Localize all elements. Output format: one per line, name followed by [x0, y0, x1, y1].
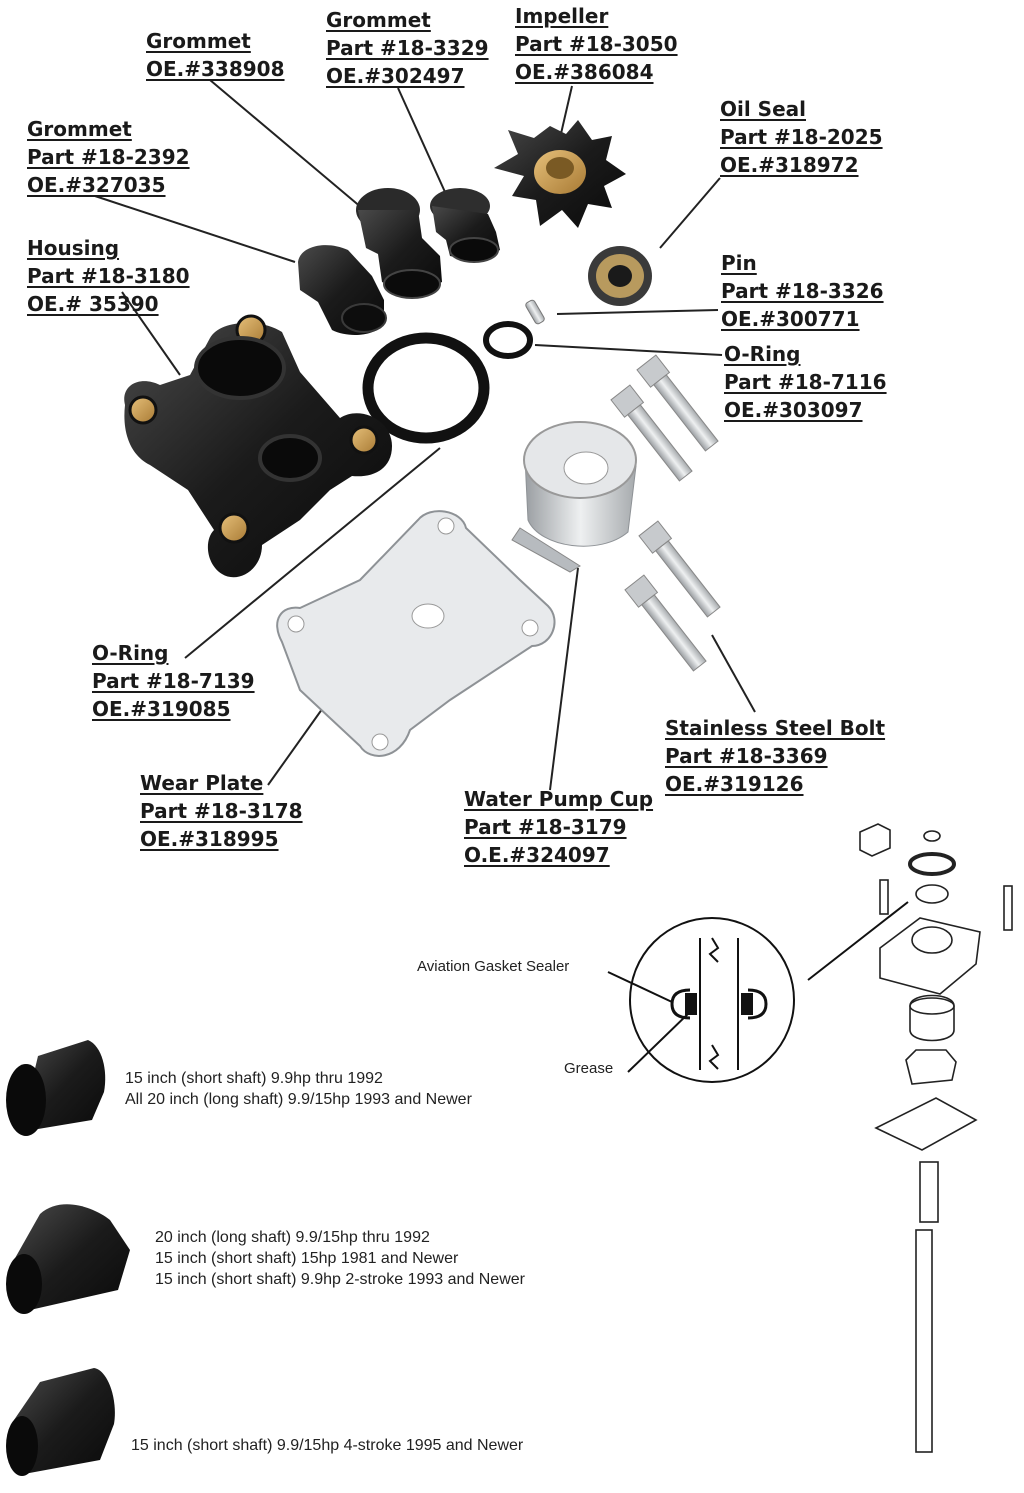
- leader-impeller: [559, 85, 573, 139]
- seal-detail-circle: [629, 917, 795, 1083]
- label-grommet-1-name: Grommet: [146, 29, 251, 53]
- label-housing-name: Housing: [27, 236, 120, 260]
- label-wear-plate-oe: OE.#318995: [140, 827, 279, 851]
- label-oil-seal: Oil Seal Part #18-2025 OE.#318972: [720, 95, 883, 179]
- leader-o-ring-large: [184, 447, 441, 659]
- o-ring-small-image: [483, 321, 533, 359]
- label-grommet-2-oe: OE.#302497: [326, 64, 465, 88]
- label-pin-part: Part #18-3326: [721, 279, 884, 303]
- label-wear-plate: Wear Plate Part #18-3178 OE.#318995: [140, 769, 303, 853]
- label-o-ring-small: O-Ring Part #18-7116 OE.#303097: [724, 340, 887, 424]
- grommet-photo-3: [6, 1368, 115, 1476]
- grommet-note-1-line-1: 15 inch (short shaft) 9.9hp thru 1992: [125, 1070, 383, 1087]
- label-o-ring-large-oe: OE.#319085: [92, 697, 231, 721]
- label-bolt-part: Part #18-3369: [665, 744, 828, 768]
- label-bolt-name: Stainless Steel Bolt: [665, 716, 886, 740]
- label-housing-part: Part #18-3180: [27, 264, 190, 288]
- grommet-note-1: 15 inch (short shaft) 9.9hp thru 1992 Al…: [125, 1068, 472, 1110]
- leader-oil-seal: [659, 177, 721, 249]
- o-ring-large-image: [362, 332, 490, 444]
- label-housing-oe: OE.# 35390: [27, 292, 159, 316]
- label-bolt-oe: OE.#319126: [665, 772, 804, 796]
- label-pin-oe: OE.#300771: [721, 307, 860, 331]
- seal-detail-drawing: [607, 901, 909, 1083]
- label-wear-plate-part: Part #18-3178: [140, 799, 303, 823]
- exploded-assembly-drawing: [859, 823, 1013, 1453]
- label-water-pump-cup-name: Water Pump Cup: [464, 787, 654, 811]
- label-grommet-2-part: Part #18-3329: [326, 36, 489, 60]
- bolts-image: [610, 354, 721, 672]
- label-stainless-steel-bolt: Stainless Steel Bolt Part #18-3369 OE.#3…: [665, 714, 885, 798]
- label-impeller: Impeller Part #18-3050 OE.#386084: [515, 2, 678, 86]
- grommet-note-2-line-2: 15 inch (short shaft) 15hp 1981 and Newe…: [155, 1250, 459, 1267]
- label-water-pump-cup: Water Pump Cup Part #18-3179 O.E.#324097: [464, 785, 653, 869]
- label-o-ring-large-part: Part #18-7139: [92, 669, 255, 693]
- leader-water-pump-cup: [549, 567, 579, 791]
- label-grommet-3: Grommet Part #18-2392 OE.#327035: [27, 115, 190, 199]
- leader-grommet-3: [94, 195, 296, 263]
- grommet-photo-1: [6, 1040, 106, 1136]
- oil-seal-image: [588, 246, 652, 306]
- water-pump-cup-image: [511, 421, 637, 573]
- grommet-photo-2: [6, 1204, 130, 1314]
- label-impeller-name: Impeller: [515, 4, 609, 28]
- leader-pin: [556, 309, 719, 315]
- impeller-image: [494, 120, 626, 228]
- grommet-center-image: [356, 188, 442, 299]
- label-oil-seal-part: Part #18-2025: [720, 125, 883, 149]
- label-grommet-3-oe: OE.#327035: [27, 173, 166, 197]
- label-o-ring-small-name: O-Ring: [724, 342, 801, 366]
- grommet-note-2-line-1: 20 inch (long shaft) 9.9/15hp thru 1992: [155, 1229, 430, 1246]
- label-grommet-2: Grommet Part #18-3329 OE.#302497: [326, 6, 489, 90]
- leader-wear-plate: [267, 704, 326, 786]
- label-housing: Housing Part #18-3180 OE.# 35390: [27, 234, 190, 318]
- label-impeller-part: Part #18-3050: [515, 32, 678, 56]
- grommet-note-3-line-1: 15 inch (short shaft) 9.9/15hp 4-stroke …: [131, 1437, 524, 1454]
- label-o-ring-small-part: Part #18-7116: [724, 370, 887, 394]
- grommet-note-2: 20 inch (long shaft) 9.9/15hp thru 1992 …: [155, 1227, 525, 1290]
- label-wear-plate-name: Wear Plate: [140, 771, 264, 795]
- pin-image: [525, 299, 545, 325]
- wear-plate-image: [276, 510, 556, 757]
- label-oil-seal-name: Oil Seal: [720, 97, 806, 121]
- grommet-right-image: [430, 188, 500, 263]
- housing-image: [124, 314, 393, 578]
- leader-grommet-1: [209, 79, 363, 209]
- label-o-ring-large: O-Ring Part #18-7139 OE.#319085: [92, 639, 255, 723]
- leader-lines: [94, 79, 756, 791]
- label-grommet-3-name: Grommet: [27, 117, 132, 141]
- aviation-gasket-sealer-label: Aviation Gasket Sealer: [417, 958, 570, 975]
- grommet-note-1-line-2: All 20 inch (long shaft) 9.9/15hp 1993 a…: [125, 1091, 472, 1108]
- leader-bolt: [711, 634, 756, 713]
- leader-grommet-2: [397, 87, 446, 193]
- label-grommet-1: Grommet OE.#338908: [146, 27, 285, 83]
- label-o-ring-large-name: O-Ring: [92, 641, 169, 665]
- label-impeller-oe: OE.#386084: [515, 60, 654, 84]
- label-pin-name: Pin: [721, 251, 757, 275]
- leader-o-ring-small: [534, 344, 723, 356]
- label-water-pump-cup-part: Part #18-3179: [464, 815, 627, 839]
- leader-housing: [121, 291, 181, 376]
- label-grommet-1-oe: OE.#338908: [146, 57, 285, 81]
- label-o-ring-small-oe: OE.#303097: [724, 398, 863, 422]
- label-grommet-3-part: Part #18-2392: [27, 145, 190, 169]
- grommet-angled-image: [298, 245, 387, 335]
- grease-label: Grease: [564, 1060, 614, 1077]
- label-water-pump-cup-oe: O.E.#324097: [464, 843, 610, 867]
- grommet-note-2-line-3: 15 inch (short shaft) 9.9hp 2-stroke 199…: [155, 1271, 525, 1288]
- label-oil-seal-oe: OE.#318972: [720, 153, 859, 177]
- label-grommet-2-name: Grommet: [326, 8, 431, 32]
- grommet-note-3: 15 inch (short shaft) 9.9/15hp 4-stroke …: [131, 1435, 523, 1456]
- label-pin: Pin Part #18-3326 OE.#300771: [721, 249, 884, 333]
